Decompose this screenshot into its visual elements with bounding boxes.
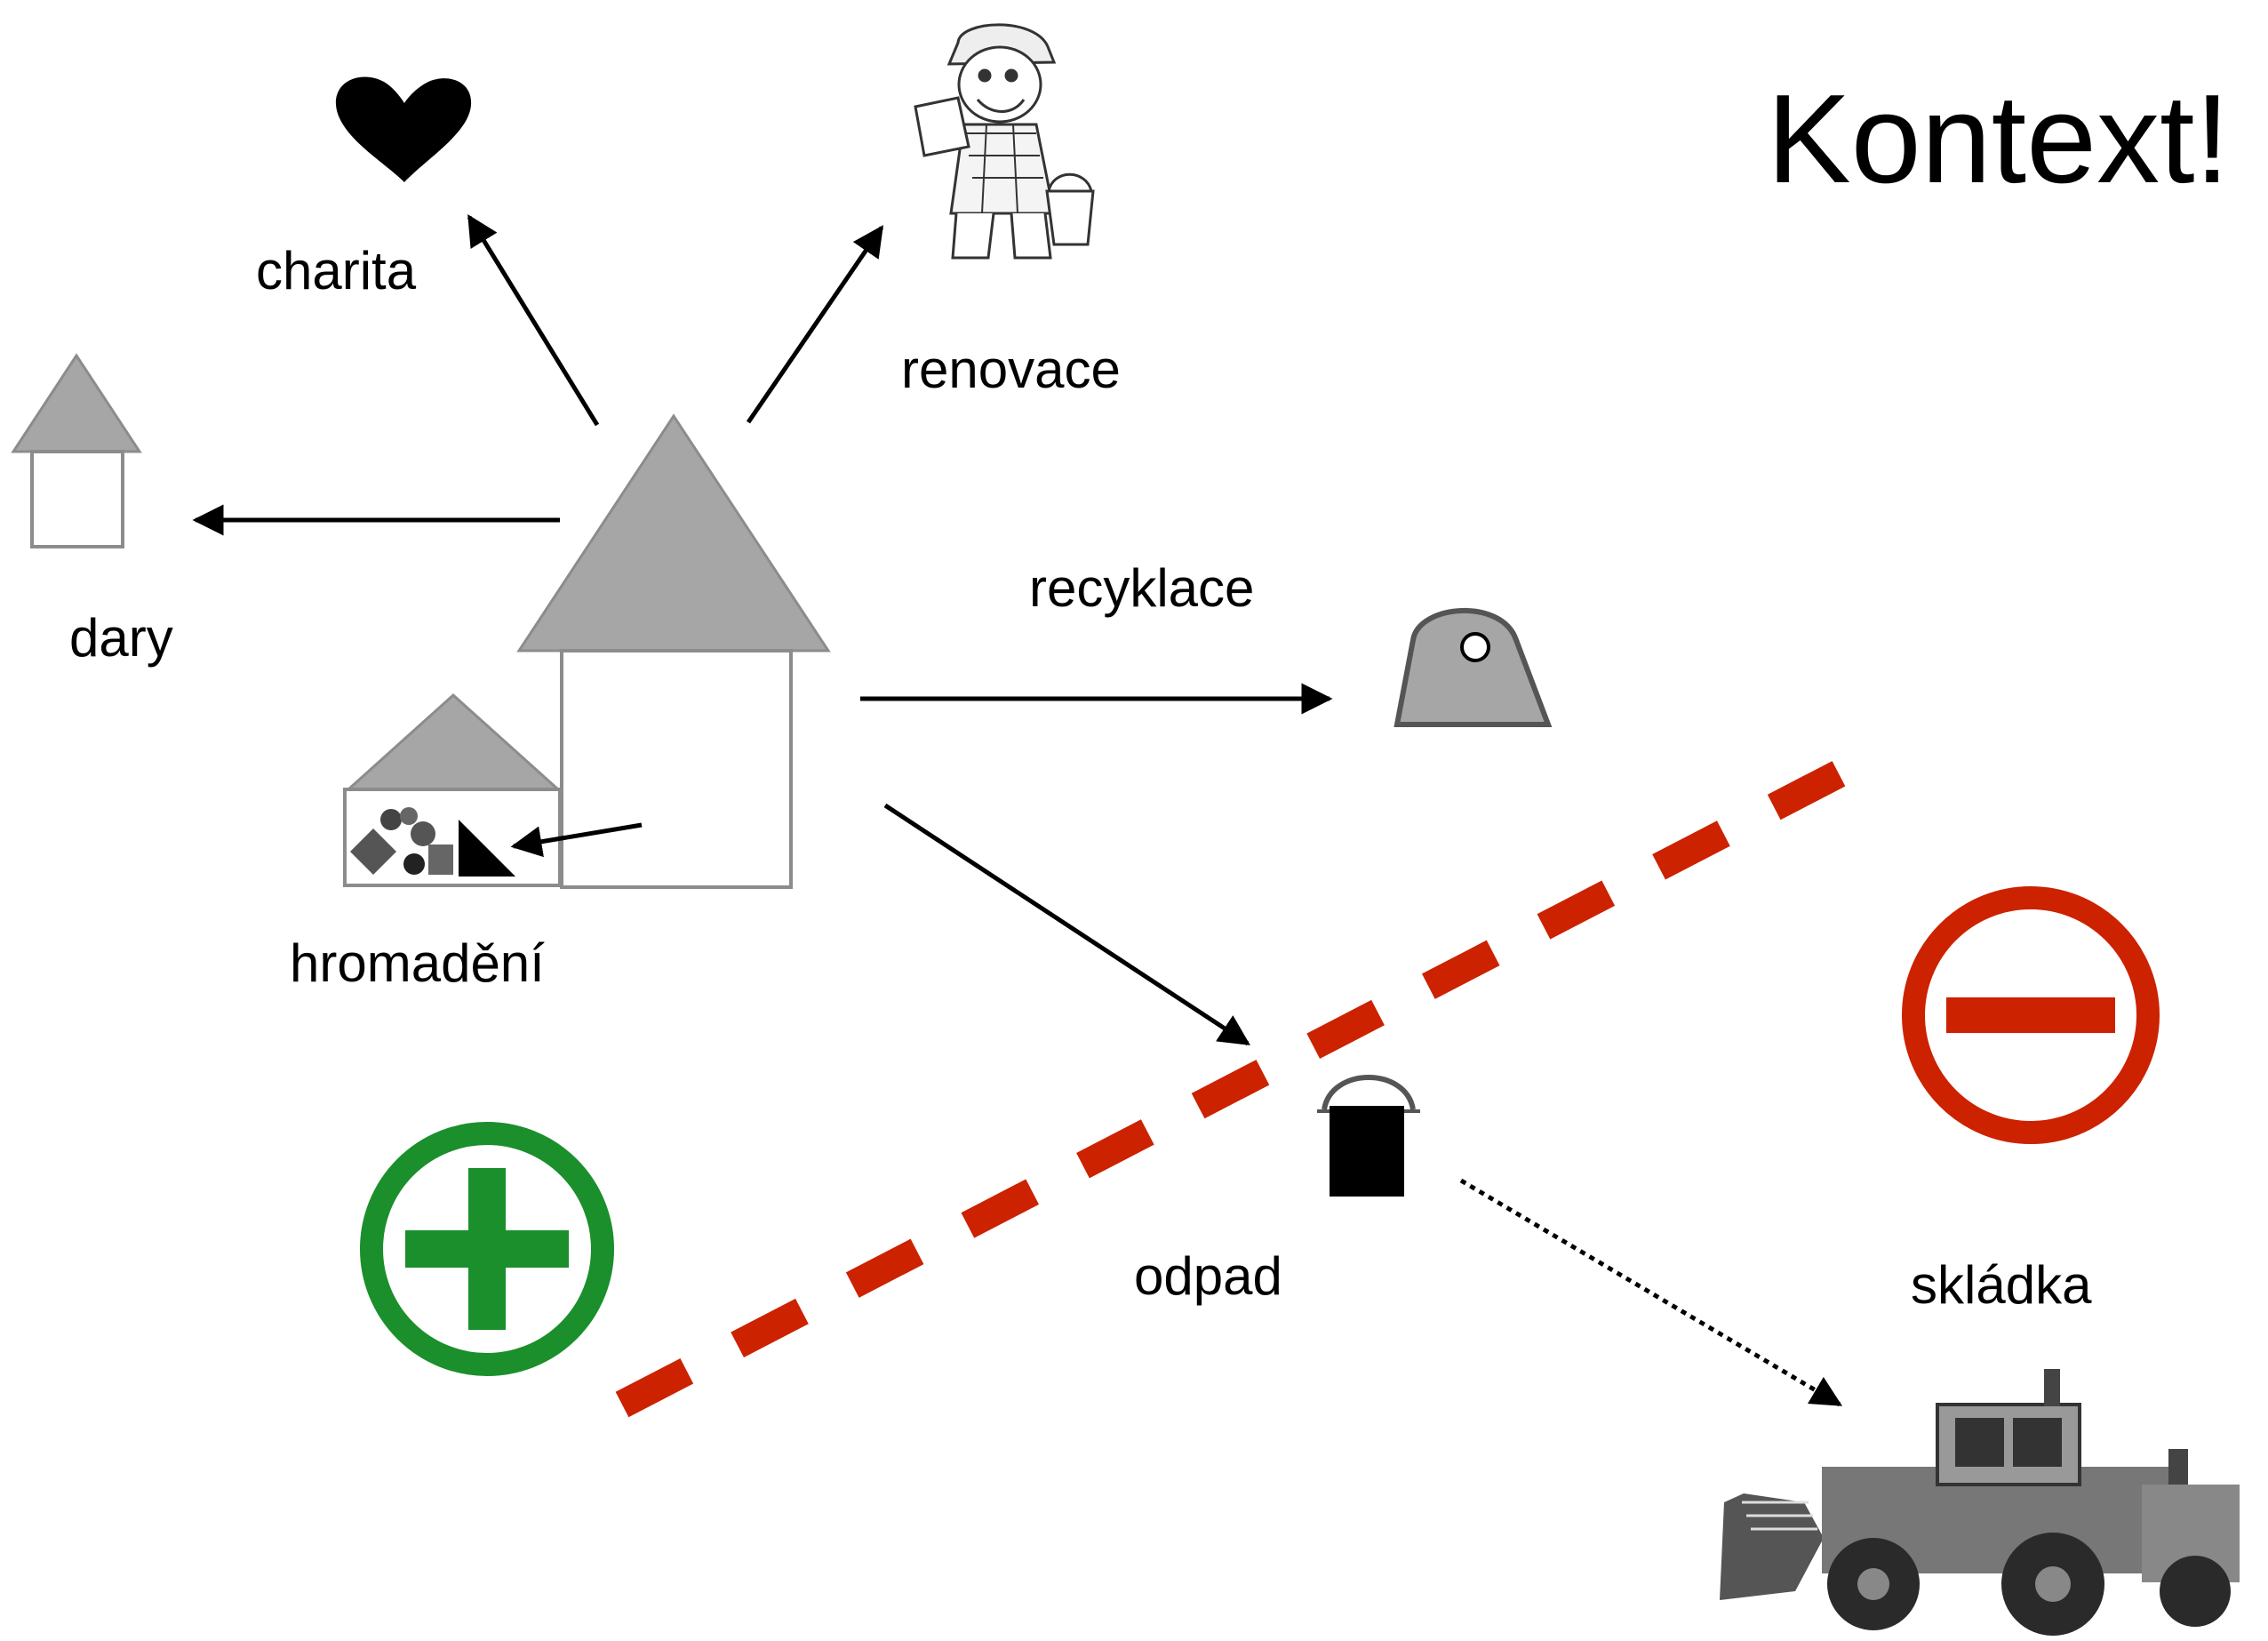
arrow-to-hromadeni [510,822,643,858]
bulldozer-icon [1720,1369,2240,1636]
plus-circle-icon [360,1122,614,1376]
trash-bin-icon [1317,1075,1420,1197]
label-hromadeni: hromadění [290,933,545,993]
label-dary: dary [69,608,173,668]
label-renovace: renovace [901,340,1121,399]
minus-circle-icon [1902,886,2160,1144]
page-title: Kontext! [1767,68,2230,210]
arrow-to-renovace [746,225,884,424]
large-house-icon [516,413,831,889]
label-charita: charita [256,241,417,300]
recycling-container-icon [1394,608,1553,727]
arrow-to-charita [467,214,600,427]
label-skladka: skládka [1911,1255,2092,1315]
storage-shed-icon [343,692,562,887]
label-odpad: odpad [1134,1246,1282,1306]
arrow-to-skladka [1459,1178,1843,1407]
small-house-icon [11,353,142,548]
arrow-to-odpad [883,803,1250,1046]
label-recyklace: recyklace [1029,558,1255,618]
heart-icon [335,76,472,182]
builder-figure-icon [914,23,1095,260]
divider-line [615,740,1884,1418]
